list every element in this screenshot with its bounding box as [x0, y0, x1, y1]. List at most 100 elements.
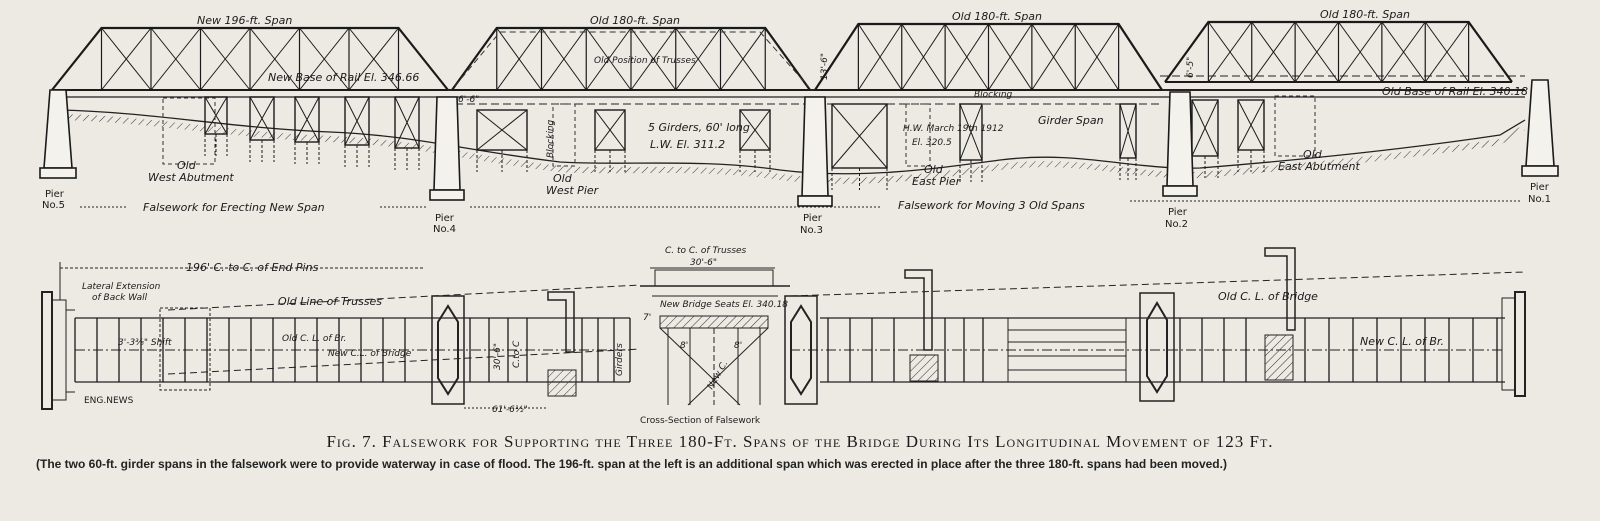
bent-brace [1119, 103, 1137, 159]
floor-beams [74, 318, 1498, 382]
old-west-abutment-label-2: West Abutment [148, 171, 234, 184]
blocking-stack-a [547, 369, 577, 397]
pier-3 [797, 96, 833, 207]
truss-diagonal [944, 23, 989, 91]
truss-diagonal [1338, 21, 1383, 83]
bent-brace [1237, 99, 1265, 151]
pier-shaft [1525, 79, 1555, 167]
old-base-rail-label: Old Base of Rail El. 340.18 [1382, 85, 1528, 98]
cross-section-dim-7: 7' [643, 313, 651, 323]
lateral-ext-label-1: Lateral Extension [82, 282, 161, 292]
falsework-bent [394, 96, 420, 170]
girder-pack [1007, 317, 1127, 383]
high-water-label: H.W. March 19th 1912 [903, 124, 1004, 134]
east-abutment-plan [1514, 291, 1526, 397]
old-truss-position [454, 31, 809, 87]
dim-61-label: 61'-6½" [492, 405, 528, 415]
figure-caption: Fig. 7. Falsework for Supporting the Thr… [326, 432, 1274, 451]
truss-diagonal [1381, 21, 1426, 83]
pier-1-label-1: Pier [1530, 182, 1550, 193]
span-label-old-180-b: Old 180-ft. Span [952, 10, 1042, 23]
blocking-label-vertical: Blocking [546, 119, 556, 158]
falsework-bent [344, 96, 370, 167]
bent-brace [739, 109, 771, 151]
pier-4-label-2: No.4 [433, 224, 456, 235]
dim-6-5-label: 6'-5" [1186, 57, 1196, 78]
girder-span-label: Girder Span [1038, 114, 1104, 127]
pier-shaft [801, 96, 829, 197]
pier-3-label-2: No.3 [800, 225, 823, 236]
new-cl-br-label: New C. L. of Br. [1360, 335, 1444, 348]
truss-diagonal [988, 23, 1033, 91]
falsework-bent [739, 109, 771, 172]
falsework-bent [959, 103, 983, 182]
cross-section-title: C. to C. of Trusses [665, 246, 747, 256]
bent-brace [1191, 99, 1219, 157]
bent-brace [594, 109, 626, 151]
lateral-ext-label-2: of Back Wall [92, 293, 148, 303]
bent-brace [959, 103, 983, 161]
truss-diagonal [1251, 21, 1296, 83]
pier-shaft [1166, 91, 1194, 187]
pier-footing [39, 167, 77, 179]
truss-4 [1164, 20, 1513, 83]
cross-section-dim: 30'-6" [690, 258, 717, 268]
span-label-old-180-c: Old 180-ft. Span [1320, 8, 1410, 21]
old-position-trusses-label: Old Position of Trusses [594, 56, 696, 66]
bent-brace [476, 109, 528, 151]
ctoc-label: C.to C [512, 340, 522, 368]
blocking-stack-b [909, 354, 939, 382]
old-west-pier-label-2: West Pier [546, 184, 600, 197]
truss-diagonal [1294, 21, 1339, 83]
truss-diagonal [496, 27, 542, 91]
bent-brace [394, 96, 420, 149]
old-cl-bridge-label: Old C. L. of Bridge [1218, 290, 1318, 303]
pier-footing [1521, 165, 1559, 177]
pier-1-label-2: No.1 [1528, 194, 1551, 205]
old-east-pier-label-2: East Pier [912, 175, 962, 188]
falsework-bent [249, 96, 275, 162]
truss-1 [51, 26, 449, 91]
falsework-bents [204, 96, 1265, 190]
truss-spans [51, 20, 1513, 91]
pier-2-plan [1139, 292, 1175, 402]
cross-section-dim-8b: 8' [734, 341, 742, 351]
falsework-bent [1237, 99, 1265, 172]
new-base-rail-label: New Base of Rail El. 346.66 [268, 71, 419, 84]
truss-diagonal [720, 27, 766, 91]
figure-note: (The two 60-ft. girder spans in the fals… [36, 457, 1227, 471]
old-pier-east-plan [1264, 247, 1296, 331]
falsework-bent [294, 96, 320, 164]
truss-diagonal [1424, 21, 1470, 83]
girders-plan-label: Girders [615, 343, 625, 376]
truss-diagonal [1074, 23, 1120, 91]
pier-4-label-1: Pier [435, 213, 455, 224]
bent-brace [204, 96, 228, 135]
truss-diagonal [299, 27, 350, 91]
cross-section-seats: New Bridge Seats El. 340.18 [660, 300, 788, 310]
low-water-label: L.W. El. 311.2 [650, 138, 725, 151]
eng-news-mark: ENG.NEWS [84, 396, 134, 406]
old-west-pier-label-1: Old [553, 172, 573, 185]
blocking-stack-c [1264, 334, 1294, 381]
truss-2 [451, 26, 811, 91]
falsework-old-spans-label: Falsework for Moving 3 Old Spans [898, 199, 1085, 212]
dim-13-6-label: 13'-6" [820, 53, 830, 80]
falsework-bent [1119, 103, 1137, 180]
pier-5-label-1: Pier [45, 189, 65, 200]
blocking-label: Blocking [974, 90, 1013, 100]
old-west-pier-outline [552, 103, 576, 167]
end-pins-dim-label: 196' C. to C. of End Pins [186, 261, 319, 274]
old-west-abutment-outline [162, 97, 216, 165]
pier-4 [429, 96, 465, 201]
pier-5 [39, 89, 77, 179]
truss-diagonal [101, 27, 152, 91]
truss-diagonal [348, 27, 399, 91]
bent-brace [831, 103, 888, 169]
pier-5-label-2: No.5 [42, 200, 65, 211]
girders-label: 5 Girders, 60' long [648, 121, 750, 134]
old-west-abutment-label-1: Old [177, 159, 197, 172]
falsework-bent [476, 109, 528, 172]
pier-shaft [433, 96, 461, 191]
falsework-bent [831, 103, 888, 190]
